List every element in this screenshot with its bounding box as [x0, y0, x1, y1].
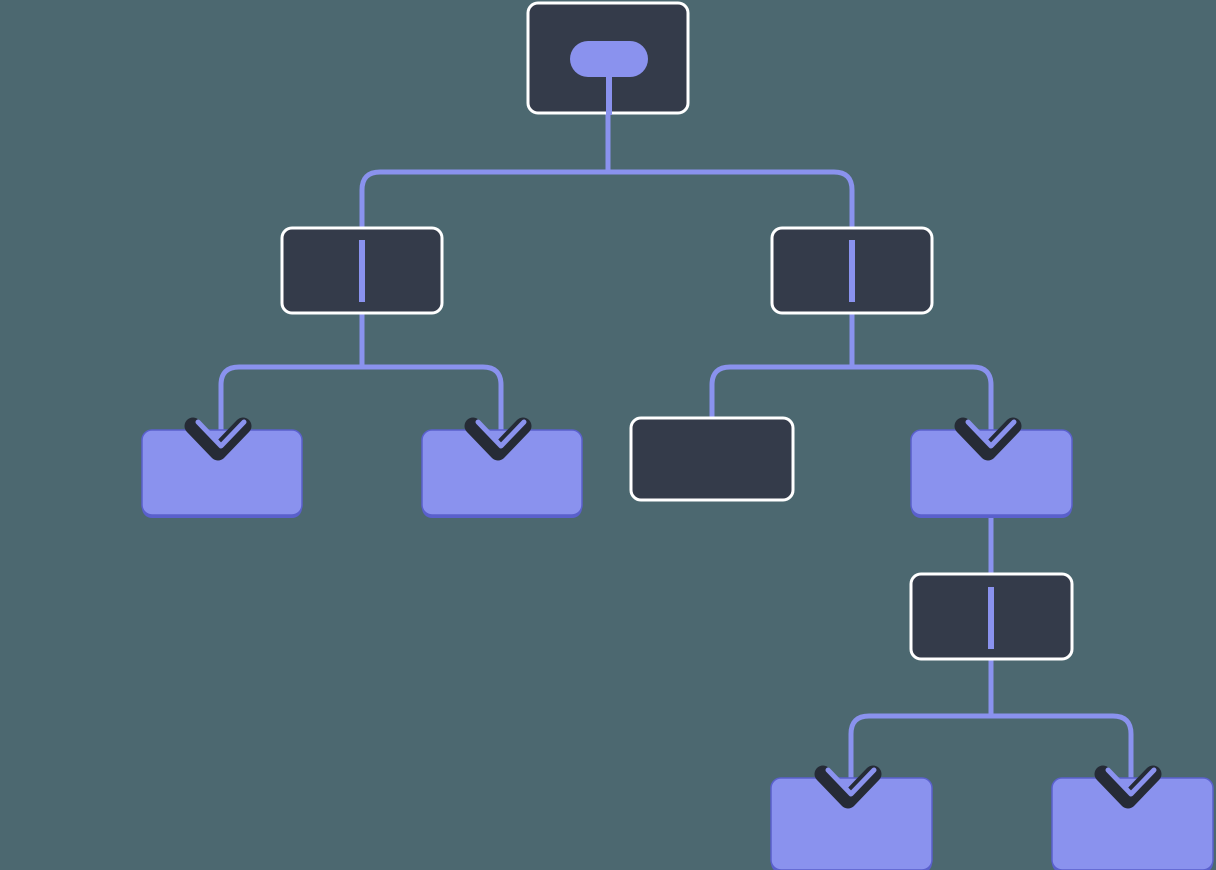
arrowhead-accent-4-accent — [965, 419, 1017, 449]
leaf-node-2[interactable] — [421, 429, 583, 518]
arrowhead-leaf-2 — [464, 417, 532, 461]
leaf-node-6[interactable] — [770, 777, 933, 870]
edge-left-branch-to-leaf-2 — [359, 302, 504, 452]
accent-node-4-body — [910, 429, 1073, 516]
dark-node-3-body — [629, 416, 795, 502]
arrowhead-leaf-7-accent — [1105, 767, 1157, 797]
leaf-node-1-body — [141, 429, 303, 516]
branch-node-left[interactable] — [280, 226, 444, 315]
arrowhead-accent-4 — [954, 417, 1022, 461]
root-node-inner-pill — [570, 41, 648, 77]
branch-node-left-inner-bar — [359, 240, 365, 302]
accent-node-4[interactable] — [910, 429, 1073, 518]
branch-node-right-inner-bar — [849, 240, 855, 302]
arrowhead-leaf-1 — [184, 417, 252, 461]
edge-dark-5-to-leaf-7 — [988, 659, 1134, 798]
leaf-node-1[interactable] — [141, 429, 303, 518]
arrowhead-leaf-6 — [814, 765, 882, 809]
root-node[interactable] — [526, 1, 690, 115]
leaf-node-2-body — [421, 429, 583, 516]
root-node-inner-stem — [606, 75, 612, 115]
dark-node-3[interactable] — [629, 416, 795, 502]
arrowhead-leaf-2-accent — [475, 419, 527, 449]
leaf-node-7[interactable] — [1051, 777, 1214, 870]
leaf-node-7-body — [1051, 777, 1214, 870]
edge-root-to-left-branch — [359, 113, 611, 228]
edge-left-branch-to-leaf-1 — [218, 302, 365, 452]
dark-node-5-inner-bar — [988, 587, 994, 649]
arrowhead-leaf-7 — [1094, 765, 1162, 809]
edge-dark-5-to-leaf-6 — [848, 659, 994, 798]
arrowhead-leaf-1-accent — [195, 419, 247, 449]
branch-node-right[interactable] — [770, 226, 934, 315]
edge-right-branch-to-dark-3 — [709, 302, 855, 430]
edge-right-branch-to-accent-4 — [849, 302, 994, 452]
edge-root-to-right-branch — [605, 113, 855, 228]
dark-node-5[interactable] — [909, 572, 1074, 661]
leaf-node-6-body — [770, 777, 933, 870]
arrowhead-leaf-6-accent — [825, 767, 877, 797]
